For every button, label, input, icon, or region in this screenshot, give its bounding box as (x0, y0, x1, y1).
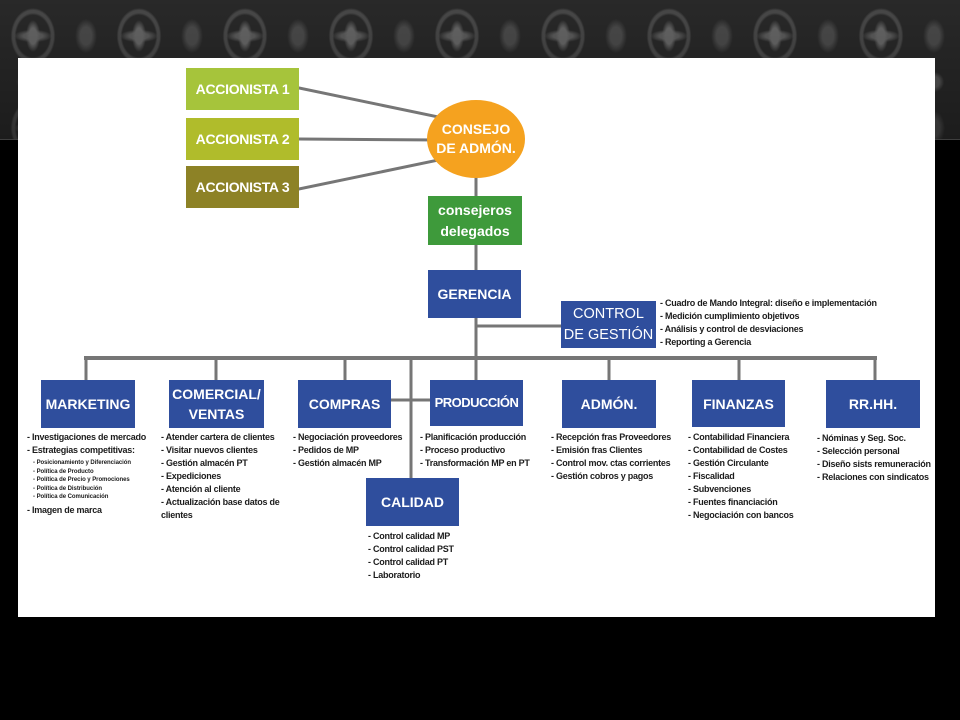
management-control-task-list: - Cuadro de Mando Integral: diseño e imp… (660, 297, 877, 349)
task-item: - Emisión fras Clientes (551, 445, 643, 455)
task-item: - Contabilidad Financiera (688, 432, 790, 442)
department-box-produccion: PRODUCCIÓN (430, 380, 523, 426)
admon-task-list: - Recepción fras Proveedores - Emisión f… (551, 431, 671, 483)
task-item: - Control mov. ctas corrientes (551, 458, 671, 468)
task-item: - Control calidad PT (368, 557, 449, 567)
task-item: - Selección personal (817, 446, 900, 456)
connector-shareholder-2 (297, 137, 442, 142)
task-item: - Diseño sists remuneración (817, 459, 931, 469)
task-item: - Nóminas y Seg. Soc. (817, 433, 906, 443)
task-item: - Análisis y control de desviaciones (660, 324, 804, 334)
task-item: - Negociación con bancos (688, 510, 794, 520)
subtask-item: - Política de Producto (33, 468, 94, 475)
department-label: CALIDAD (381, 494, 444, 510)
management-control-label-line-1: CONTROL (573, 305, 644, 322)
department-label: PRODUCCIÓN (434, 395, 519, 410)
task-item: - Subvenciones (688, 484, 752, 494)
subtask-item: - Política de Comunicación (33, 494, 109, 500)
department-box-compras: COMPRAS (298, 380, 391, 428)
department-box-comercial-ventas: COMERCIAL/ VENTAS (169, 380, 264, 428)
management-label: GERENCIA (437, 286, 512, 302)
task-item: - Visitar nuevos clientes (161, 445, 258, 455)
task-item: - Control calidad MP (368, 531, 451, 541)
subtask-list: - Posicionamiento y Diferenciación - Pol… (27, 459, 146, 502)
management-box: GERENCIA (428, 270, 521, 318)
task-item: - Reporting a Gerencia (660, 337, 752, 347)
department-box-admon: ADMÓN. (562, 380, 656, 428)
task-item: - Gestión almacén PT (161, 458, 248, 468)
department-box-rrhh: RR.HH. (826, 380, 920, 428)
task-item: - Atención al cliente (161, 484, 241, 494)
task-item: - Cuadro de Mando Integral: diseño e imp… (660, 298, 877, 308)
department-label: ADMÓN. (580, 396, 638, 412)
compras-task-list: - Negociación proveedores - Pedidos de M… (293, 431, 403, 470)
task-item: - Fuentes financiación (688, 497, 778, 507)
produccion-task-list: - Planificación producción - Proceso pro… (420, 431, 530, 470)
shareholder-box-1: ACCIONISTA 1 (186, 68, 299, 110)
task-item: - Negociación proveedores (293, 432, 403, 442)
subtask-item: - Política de Precio y Promociones (33, 477, 130, 483)
department-label: COMPRAS (308, 396, 381, 412)
comercial-task-list: - Atender cartera de clientes - Visitar … (161, 431, 280, 522)
task-item: - Gestión cobros y pagos (551, 471, 654, 481)
shareholder-label: ACCIONISTA 2 (195, 131, 290, 147)
management-control-label-line-2: DE GESTIÓN (563, 326, 654, 343)
department-label: FINANZAS (703, 395, 774, 412)
delegates-label-line-1: consejeros (438, 201, 512, 218)
shareholder-label: ACCIONISTA 1 (195, 81, 290, 97)
board-label-line-1: CONSEJO (441, 121, 511, 137)
shareholder-box-3: ACCIONISTA 3 (186, 166, 299, 208)
strategy-subtopics: - Posicionamiento y Diferenciación - Pol… (27, 459, 146, 502)
task-item: - Gestión Circulante (688, 458, 769, 468)
task-item: - Proceso productivo (420, 445, 506, 455)
shareholder-label: ACCIONISTA 3 (195, 179, 290, 195)
task-item: - Imagen de marca (27, 504, 102, 515)
board-ellipse: CONSEJO DE ADMÓN. (427, 100, 525, 178)
department-box-marketing: MARKETING (41, 380, 135, 428)
subtask-item: - Política de Distribución (33, 485, 103, 492)
finanzas-task-list: - Contabilidad Financiera - Contabilidad… (688, 431, 794, 522)
task-item: - Medición cumplimiento objetivos (660, 311, 800, 321)
task-item: - Pedidos de MP (293, 445, 359, 455)
task-item: - Expediciones (161, 471, 222, 481)
connector-shareholder-3 (297, 156, 450, 191)
department-label: MARKETING (45, 396, 131, 412)
task-item: - Gestión almacén MP (293, 458, 382, 468)
task-item: - Fiscalidad (688, 471, 735, 481)
calidad-task-list: - Control calidad MP - Control calidad P… (368, 530, 454, 582)
rrhh-task-list: - Nóminas y Seg. Soc. - Selección person… (817, 432, 931, 484)
shareholder-box-2: ACCIONISTA 2 (186, 118, 299, 160)
task-item: - Investigaciones de mercado (27, 432, 147, 442)
delegates-box: consejeros delegados (428, 196, 522, 245)
task-item: - Atender cartera de clientes (161, 432, 275, 442)
department-box-finanzas: FINANZAS (692, 380, 785, 427)
task-item: - Estrategias competitivas: (27, 445, 135, 455)
delegates-label-line-2: delegados (440, 222, 510, 239)
task-item: - Control calidad PST (368, 544, 454, 554)
department-box-calidad: CALIDAD (366, 478, 459, 526)
subtask-item: - Posicionamiento y Diferenciación (33, 460, 131, 466)
board-label-line-2: DE ADMÓN. (436, 140, 516, 156)
department-label-line-2: VENTAS (188, 406, 245, 422)
task-item: - Planificación producción (420, 432, 527, 442)
marketing-task-list: - Investigaciones de mercado - Estrategi… (27, 431, 146, 517)
task-item: - Recepción fras Proveedores (551, 432, 672, 442)
task-item: - Contabilidad de Costes (688, 445, 788, 455)
connector-shareholder-1 (297, 86, 450, 121)
task-item: - Actualización base datos de clientes (161, 497, 280, 520)
task-item: - Transformación MP en PT (420, 458, 530, 468)
department-label-line-1: COMERCIAL/ (172, 386, 261, 402)
department-label: RR.HH. (848, 396, 898, 412)
task-item: - Relaciones con sindicatos (817, 472, 929, 482)
management-control-box: CONTROL DE GESTIÓN (561, 301, 656, 348)
task-item: - Laboratorio (368, 570, 421, 580)
